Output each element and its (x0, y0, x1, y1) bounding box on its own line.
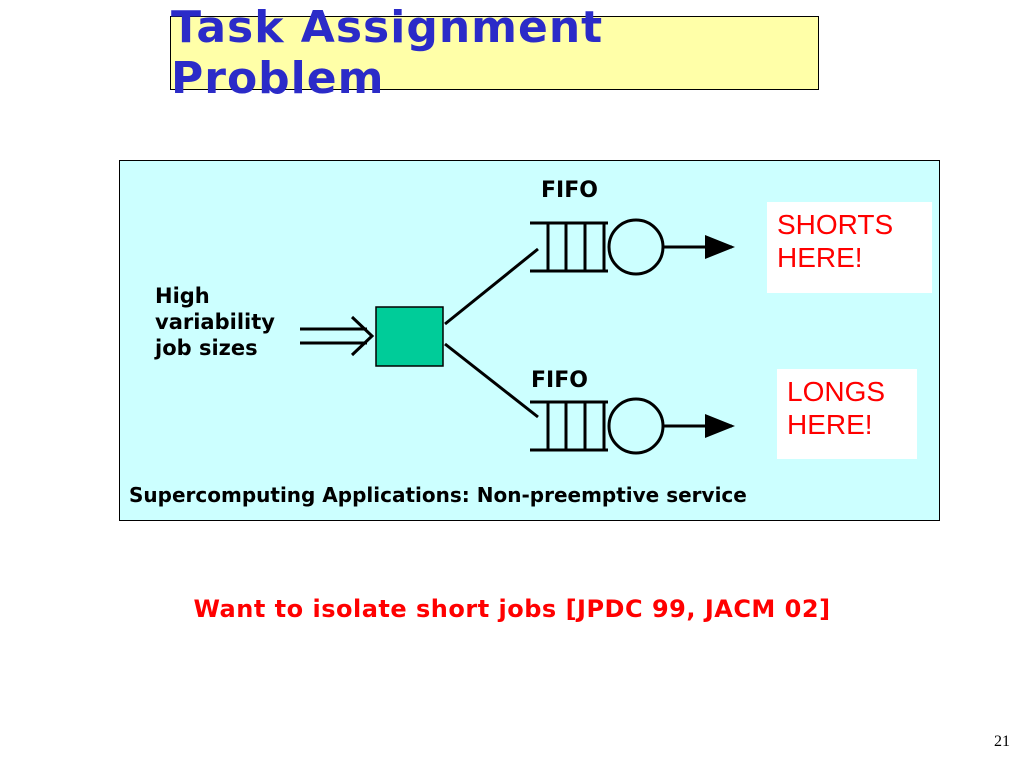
top-fifo-label: FIFO (541, 178, 598, 203)
shorts-result-box: SHORTS HERE! (767, 202, 932, 293)
slide-title: Task Assignment Problem (171, 2, 604, 104)
top-queue (530, 218, 735, 276)
bottom-note: Want to isolate short jobs [JPDC 99, JAC… (193, 595, 831, 623)
queue-diagram (300, 218, 735, 455)
dispatcher-box (375, 306, 444, 367)
incoming-jobs-arrow (300, 315, 375, 357)
input-label: High variability job sizes (155, 283, 305, 361)
diagram-panel: FIFO FIFO High variability job sizes SHO… (119, 160, 940, 521)
page-number: 21 (994, 733, 1010, 750)
input-label-line: variability (155, 310, 275, 334)
longs-result-line: LONGS (787, 376, 886, 407)
top-server (607, 218, 665, 276)
diagram-caption: Supercomputing Applications: Non-preempt… (129, 483, 747, 507)
bottom-fifo-label: FIFO (531, 368, 588, 393)
shorts-result-line: SHORTS (777, 209, 894, 240)
longs-result-line: HERE! (787, 409, 873, 440)
input-label-line: job sizes (155, 336, 258, 360)
title-box: Task Assignment Problem (170, 2, 819, 104)
input-label-line: High (155, 284, 210, 308)
longs-result-box: LONGS HERE! (777, 369, 917, 459)
route-to-top-queue (444, 247, 539, 326)
bottom-server (607, 397, 665, 455)
shorts-result-line: HERE! (777, 242, 863, 273)
route-to-bottom-queue (444, 342, 539, 419)
bottom-queue (530, 397, 735, 455)
